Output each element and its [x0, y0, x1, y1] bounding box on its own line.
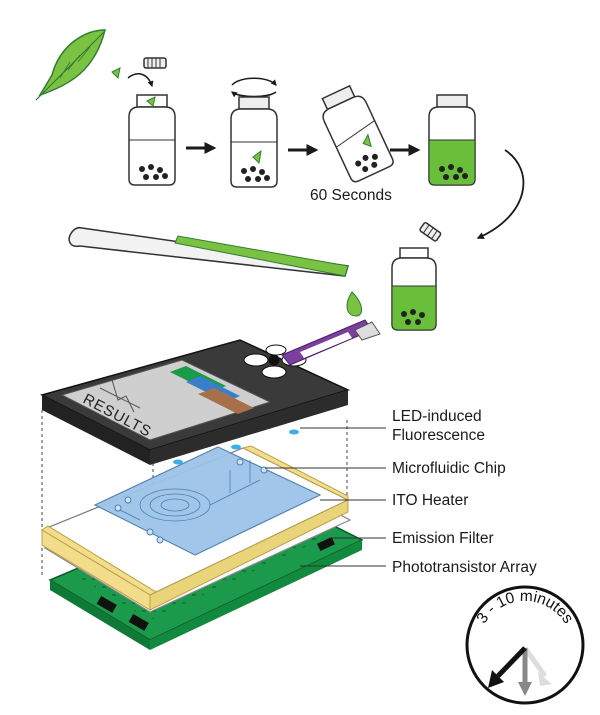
leader-lines: [265, 427, 386, 567]
droplet-icon: [346, 291, 362, 317]
label-microfluidic-chip: Microfluidic Chip: [392, 460, 506, 477]
cap-icon: [143, 57, 167, 69]
label-ito-heater: ITO Heater: [392, 492, 468, 509]
leaf-icon: [35, 29, 106, 101]
vial-icon: [128, 94, 176, 186]
pipette-icon: [68, 226, 349, 277]
timing-label: 60 Seconds: [310, 187, 392, 204]
label-led-fluorescence: LED-induced: [392, 408, 482, 425]
reader-device: RESULTS: [39, 339, 351, 465]
vial-icon: [428, 94, 476, 186]
transfer-arrow: [476, 149, 525, 239]
vial-icon: [230, 96, 278, 188]
rotate-arrows-icon: [231, 77, 277, 98]
label-led-fluorescence-2: Fluorescence: [392, 427, 485, 444]
vial-icon: [321, 84, 394, 183]
cap-icon: [419, 222, 442, 242]
add-arrow: [127, 73, 154, 88]
led-spots: [173, 429, 299, 465]
result-bar-brown: [198, 388, 254, 414]
clock-icon: 3 - 10 minutes: [465, 585, 585, 705]
vial-icon: [391, 247, 437, 331]
test-strip: [281, 319, 381, 366]
result-graph: [99, 379, 141, 413]
label-phototransistor-array: Phototransistor Array: [392, 559, 537, 576]
leaf-fragment-icon: [111, 67, 121, 80]
label-emission-filter: Emission Filter: [392, 530, 494, 547]
